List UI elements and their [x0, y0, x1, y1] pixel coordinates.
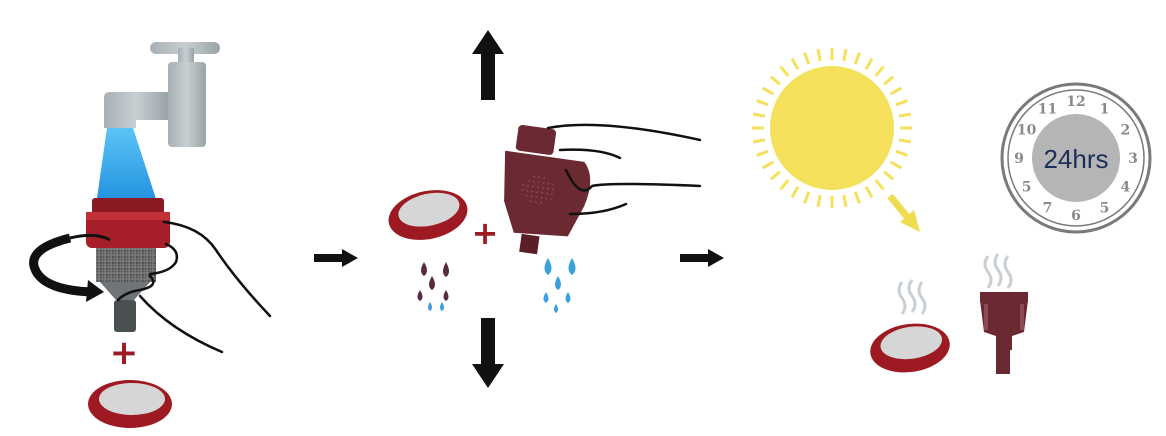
sun-ray: [874, 179, 885, 191]
water-stream: [96, 128, 158, 205]
sun-ray: [756, 99, 769, 107]
clock-number: 5: [1100, 200, 1110, 216]
water-drop-icon: [417, 262, 449, 311]
pre-filter-ring: [88, 380, 172, 428]
hand-icon: [116, 220, 272, 354]
sun-ray: [842, 194, 848, 208]
filter-cartridge: [504, 124, 591, 255]
step-shake: +: [388, 30, 702, 388]
sun-ray: [853, 52, 861, 65]
sun-ray: [816, 48, 822, 62]
sun-ray: [895, 99, 908, 107]
sun-ray: [756, 149, 769, 157]
hand-icon: [546, 123, 702, 216]
sun-ray: [883, 75, 895, 86]
sun-ray: [752, 138, 766, 144]
filter-cartridge: [980, 292, 1028, 374]
sun-ray: [779, 179, 790, 191]
sun-ray: [874, 65, 885, 77]
filter-cartridge: [86, 198, 170, 332]
sun-ray: [864, 57, 874, 70]
sun-ray: [895, 149, 908, 157]
sun-icon: [752, 48, 912, 208]
clock-number: 7: [1043, 200, 1053, 216]
sun-ray: [898, 138, 912, 144]
clock-number: 2: [1120, 123, 1130, 139]
sun-ray: [803, 52, 811, 65]
clock-duration-label: 24hrs: [1043, 144, 1108, 174]
steam-icon: [983, 253, 1013, 289]
sun-ray: [769, 75, 781, 86]
faucet-icon: [104, 42, 220, 147]
sun-ray: [842, 48, 848, 62]
sun-ray: [761, 86, 774, 96]
sun-ray: [890, 160, 903, 170]
sun-ray: [816, 194, 822, 208]
sun-ray: [803, 191, 811, 204]
arrow-icon: [314, 249, 358, 267]
plus-sign: +: [472, 214, 499, 252]
arrow-icon: [680, 249, 724, 267]
sun-ray: [779, 65, 790, 77]
water-drop-icon: [543, 258, 576, 313]
sun-ray: [761, 160, 774, 170]
sun-ray: [790, 57, 800, 70]
sun-ray: [752, 112, 766, 118]
clock-number: 9: [1014, 151, 1024, 167]
clock-number: 5: [1022, 180, 1032, 196]
clock-number: 3: [1128, 151, 1138, 167]
plus-sign: +: [110, 333, 139, 373]
sun-ray: [769, 170, 781, 181]
steam-icon: [897, 279, 927, 315]
sun-ray: [853, 191, 861, 204]
clock-number: 11: [1038, 102, 1057, 118]
pre-filter-ring: [870, 323, 950, 373]
clock-number: 1: [1100, 102, 1110, 118]
sun-ray-arrow-icon: [887, 193, 920, 232]
arrow-up-icon: [472, 30, 504, 100]
sun-ray: [883, 170, 895, 181]
sun-ray: [898, 112, 912, 118]
clock-number: 10: [1017, 123, 1037, 139]
step-rinse: +: [29, 42, 272, 428]
arrow-down-icon: [472, 318, 504, 388]
rotate-arrow-icon: [29, 233, 111, 302]
pre-filter-ring: [388, 190, 468, 240]
sun-ray: [890, 86, 903, 96]
sun-ray: [790, 186, 800, 199]
sun-ray: [864, 186, 874, 199]
clock-number: 12: [1066, 94, 1085, 110]
clock-number: 6: [1071, 208, 1081, 224]
clock-number: 4: [1120, 180, 1130, 196]
